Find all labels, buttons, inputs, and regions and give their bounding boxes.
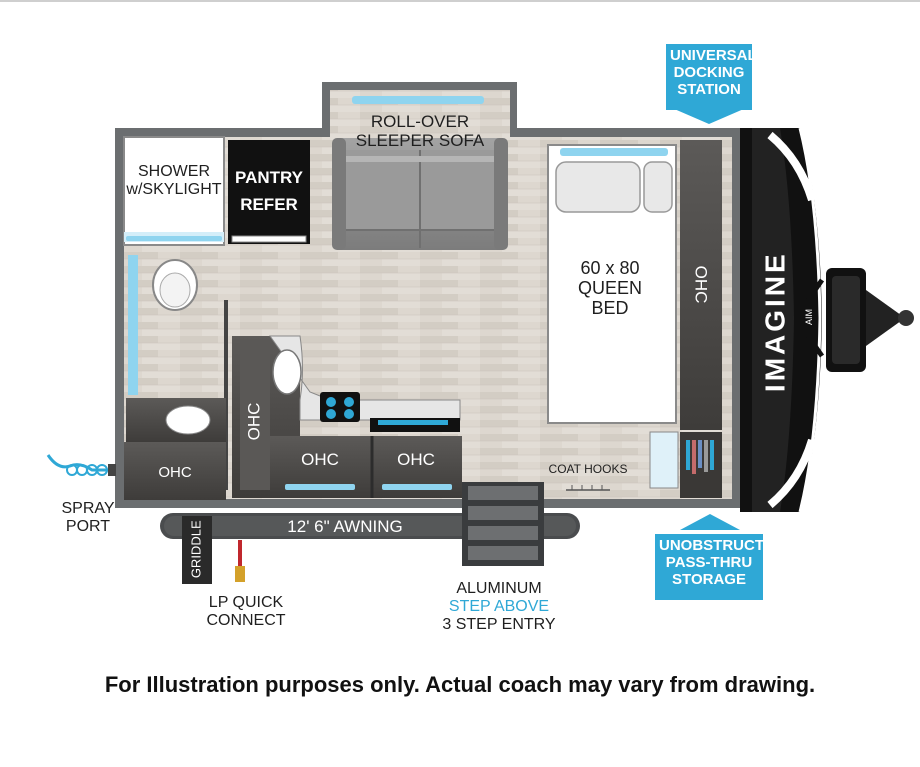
kitchen [232,335,462,498]
spray-port-hose [46,454,116,476]
skylight-sofa [352,96,484,104]
kitchen-ohc-1-label: OHC [301,450,339,469]
shower [123,136,225,246]
pass-thru-storage-callout: UNOBSTRUCTED PASS-THRU STORAGE [655,534,785,600]
wardrobe-clothes [686,440,714,474]
brand-logo-sub: AIM [803,309,814,326]
front-cap [740,127,822,513]
bath-ohc-cabinet [124,442,226,500]
universal-docking-station-callout: UNIVERSAL DOCKING STATION [666,44,757,110]
sofa-label: ROLL-OVER SLEEPER SOFA [355,112,485,151]
shower-label: SHOWER w/SKYLIGHT [126,163,222,198]
lp-quick-connect-label: LP QUICK CONNECT [206,594,286,629]
spray-port-label: SPRAY PORT [61,500,115,535]
hitch [805,268,914,372]
brand-logo: IMAGINE [759,251,791,393]
queen-bed [547,144,677,424]
bed-ohc-label: OHC [691,265,711,304]
bath-window [128,255,138,395]
aluminum-step-label: ALUMINUM STEP ABOVE 3 STEP ENTRY [442,580,556,633]
disclaimer-text: For Illustration purposes only. Actual c… [104,672,816,697]
bath-sink [126,398,226,442]
entry-steps [462,482,544,566]
lp-connector [235,540,245,582]
awning-label: 12' 6" AWNING [287,517,403,536]
griddle [182,516,212,584]
queen-bed-label: 60 x 80 QUEEN BED [577,258,642,319]
kitchen-ohc-vertical-label: OHC [244,402,264,441]
pantry-refer [228,140,310,244]
griddle-label: GRIDDLE [188,520,204,579]
coat-hooks-label: COAT HOOKS [548,462,628,476]
bath-ohc-label: OHC [158,464,192,481]
kitchen-ohc-2-label: OHC [397,450,435,469]
storage-callout-arrow [680,514,740,530]
bed-ohc-cabinet [680,140,722,430]
toilet [152,259,198,311]
pass-thru-storage-door [649,431,679,489]
sleeper-sofa [332,138,508,250]
pantry-refer-label: PANTRY REFER [235,168,303,215]
coat-hooks [566,485,610,491]
docking-callout-arrow [672,108,746,124]
